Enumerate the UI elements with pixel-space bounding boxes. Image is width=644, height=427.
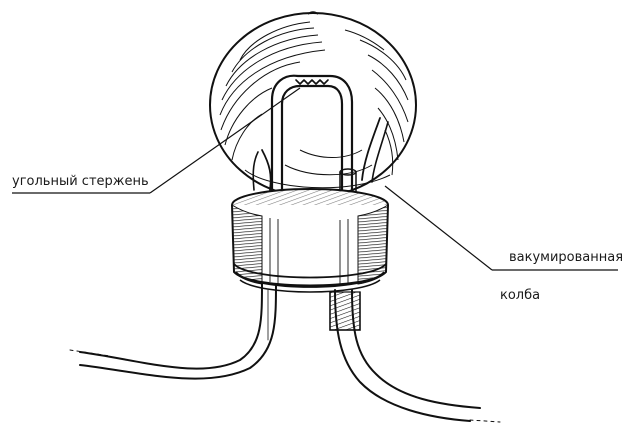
label-carbon-rod: угольный стержень [12,174,149,189]
label-vacuum-bulb-line1: вакумированная [509,250,624,265]
leader-line-vacuum-bulb [384,185,493,271]
glass-bulb [209,11,417,198]
lamp-base [231,188,389,293]
lead-wires [69,281,501,423]
label-vacuum-bulb-line2: колба [500,288,541,303]
leader-lines [12,87,618,271]
carbon-rod [252,74,389,197]
